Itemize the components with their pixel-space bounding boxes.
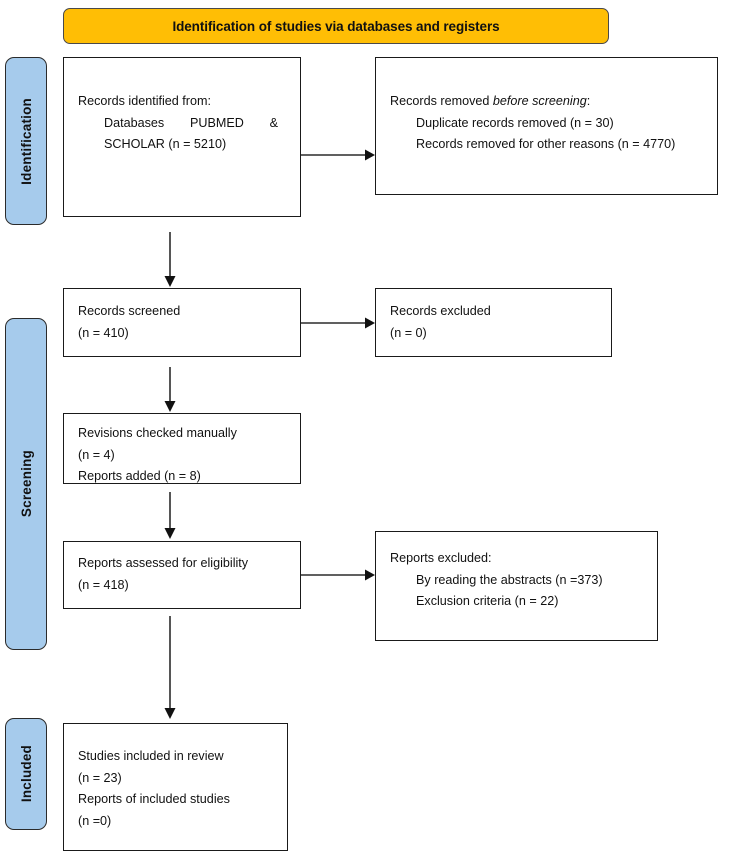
reports-of-included-studies-line: Reports of included studies [78, 792, 230, 807]
stage-label-included-text: Included [18, 745, 34, 803]
records-removed-line-1: Records removed before screening: [390, 91, 707, 113]
stage-label-screening-text: Screening [18, 450, 34, 518]
records-screened-line-1: Records screened [78, 304, 181, 318]
records-removed-prefix: Records removed [390, 94, 493, 108]
arrow-identified-to-removed [301, 148, 377, 162]
stage-label-identification: Identification [5, 57, 47, 225]
arrow-screened-to-revisions [163, 367, 177, 413]
box-records-screened-content: Records screened (n = 410) [78, 301, 290, 344]
box-studies-included-in-review: Studies included in review (n = 23) Repo… [63, 723, 288, 851]
records-screened-count: (n = 410) [78, 325, 129, 340]
box-records-screened: Records screened (n = 410) [63, 288, 301, 357]
box-records-identified-content: Records identified from: Databases PUBME… [78, 91, 290, 156]
stage-label-screening: Screening [5, 318, 47, 650]
arrow-screened-to-excluded [301, 316, 377, 330]
stage-label-identification-text: Identification [18, 97, 34, 185]
reports-of-included-studies-count: (n =0) [78, 813, 112, 828]
arrow-revisions-to-assessed [163, 492, 177, 540]
reports-excluded-line-3: Exclusion criteria (n = 22) [416, 594, 559, 609]
records-removed-line-2: Duplicate records removed (n = 30) [416, 115, 614, 130]
records-removed-colon: : [586, 94, 591, 108]
records-removed-emphasis: before screening [492, 94, 587, 108]
studies-included-count: (n = 23) [78, 770, 122, 785]
revisions-count: (n = 4) [78, 447, 115, 462]
reports-excluded-line-1: Reports excluded: [390, 551, 492, 565]
box-reports-assessed-for-eligibility: Reports assessed for eligibility (n = 41… [63, 541, 301, 609]
records-identified-line-3: SCHOLAR (n = 5210) [104, 137, 227, 152]
diagram-title: Identification of studies via databases … [172, 18, 500, 34]
box-records-removed-content: Records removed before screening: Duplic… [390, 91, 707, 156]
records-identified-ampersand: & [269, 115, 278, 130]
box-records-excluded: Records excluded (n = 0) [375, 288, 612, 357]
box-revisions-content: Revisions checked manually (n = 4) Repor… [78, 423, 290, 488]
box-revisions-checked-manually: Revisions checked manually (n = 4) Repor… [63, 413, 301, 484]
box-records-excluded-content: Records excluded (n = 0) [390, 301, 601, 344]
box-reports-excluded: Reports excluded: By reading the abstrac… [375, 531, 658, 641]
box-studies-included-content: Studies included in review (n = 23) Repo… [78, 746, 277, 833]
records-identified-databases-label: Databases [104, 115, 165, 130]
records-excluded-count: (n = 0) [390, 325, 427, 340]
revisions-reports-added: Reports added (n = 8) [78, 469, 201, 484]
reports-excluded-line-2: By reading the abstracts (n =373) [416, 572, 603, 587]
records-excluded-line-1: Records excluded [390, 304, 491, 318]
diagram-header-banner: Identification of studies via databases … [63, 8, 609, 44]
box-reports-excluded-content: Reports excluded: By reading the abstrac… [390, 548, 647, 613]
box-records-removed-before-screening: Records removed before screening: Duplic… [375, 57, 718, 195]
box-records-identified: Records identified from: Databases PUBME… [63, 57, 301, 217]
box-reports-assessed-content: Reports assessed for eligibility (n = 41… [78, 553, 290, 596]
reports-assessed-line-1: Reports assessed for eligibility [78, 556, 249, 570]
records-removed-line-3: Records removed for other reasons (n = 4… [416, 137, 676, 152]
reports-assessed-count: (n = 418) [78, 577, 129, 592]
arrow-assessed-to-included [163, 616, 177, 720]
records-identified-line-1: Records identified from: [78, 94, 211, 108]
revisions-line-1: Revisions checked manually [78, 426, 237, 440]
stage-label-included: Included [5, 718, 47, 830]
arrow-identified-to-screened [163, 232, 177, 288]
arrow-assessed-to-reports-excluded [301, 568, 377, 582]
records-identified-source-pubmed: PUBMED [189, 115, 244, 130]
records-identified-line-2: Databases PUBMED & [78, 113, 290, 135]
studies-included-line-1: Studies included in review [78, 749, 224, 763]
